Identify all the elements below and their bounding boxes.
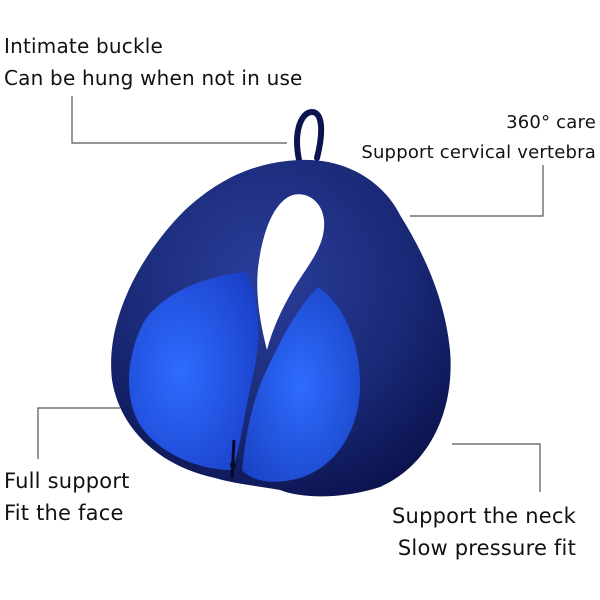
- care-callout-line: [410, 165, 544, 217]
- face-callout-line1: Full support: [4, 469, 130, 493]
- neck-callout-line2: Slow pressure fit: [397, 536, 576, 560]
- left-inner-panel: [129, 272, 259, 470]
- zipper-pull: [230, 462, 236, 468]
- right-inner-panel: [242, 287, 360, 482]
- neck-callout-line1: Support the neck: [392, 504, 576, 528]
- face-callout: Full support Fit the face: [4, 465, 130, 529]
- buckle-callout-line2: Can be hung when not in use: [4, 66, 303, 90]
- face-callout-line: [37, 407, 120, 459]
- face-callout-line2: Fit the face: [4, 501, 124, 525]
- care-callout-line2: Support cervical vertebra: [361, 142, 596, 163]
- neck-callout-line: [452, 443, 541, 492]
- neck-callout: Support the neck Slow pressure fit: [392, 500, 576, 564]
- care-callout-line1: 360° care: [506, 112, 596, 133]
- zipper: [230, 439, 236, 479]
- hanging-loop: [294, 108, 325, 163]
- buckle-callout-line1: Intimate buckle: [4, 34, 164, 58]
- callout-lines: [37, 96, 544, 492]
- buckle-callout-line: [71, 96, 287, 144]
- care-callout: 360° care Support cervical vertebra: [361, 108, 596, 168]
- buckle-callout: Intimate buckle Can be hung when not in …: [4, 30, 303, 94]
- pillow-gap: [257, 194, 325, 350]
